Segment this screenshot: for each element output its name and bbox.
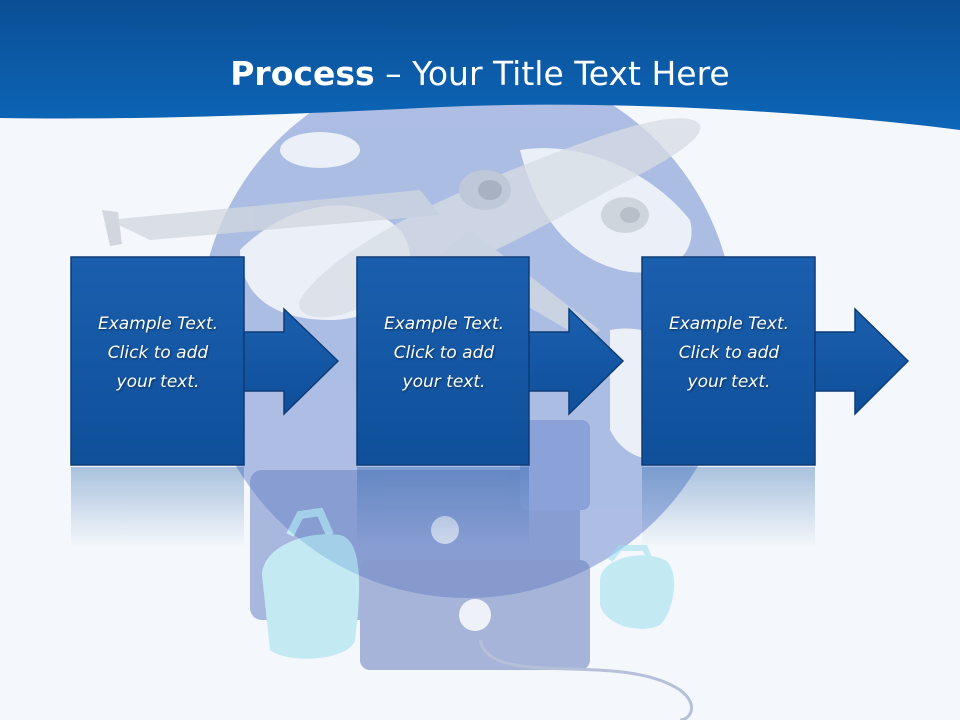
step-2-text[interactable]: Example Text. Click to add your text.	[357, 310, 531, 397]
header-band	[0, 0, 960, 130]
step-1-line-2: Click to add	[107, 343, 209, 363]
process-flow	[70, 256, 910, 547]
step-2-line-1: Example Text.	[383, 314, 505, 334]
arrow-right-icon	[243, 307, 340, 416]
step-1-text[interactable]: Example Text. Click to add your text.	[71, 310, 245, 397]
arrow-right-icon	[814, 307, 910, 416]
process-step-1	[70, 256, 340, 547]
step-3-line-1: Example Text.	[668, 314, 790, 334]
title-rest: – Your Title Text Here	[374, 54, 730, 93]
slide-title[interactable]: Process – Your Title Text Here	[0, 52, 960, 96]
step-3-line-2: Click to add	[678, 343, 780, 363]
process-step-2	[356, 256, 625, 547]
title-bold: Process	[230, 54, 375, 93]
step-3-text[interactable]: Example Text. Click to add your text.	[642, 310, 816, 397]
step-3-line-3: your text.	[687, 372, 771, 392]
step-2-line-2: Click to add	[393, 343, 495, 363]
step-1-line-3: your text.	[116, 372, 200, 392]
process-step-3	[641, 256, 910, 547]
arrow-right-icon	[528, 307, 625, 416]
step-2-line-3: your text.	[402, 372, 486, 392]
step-1-line-1: Example Text.	[97, 314, 219, 334]
